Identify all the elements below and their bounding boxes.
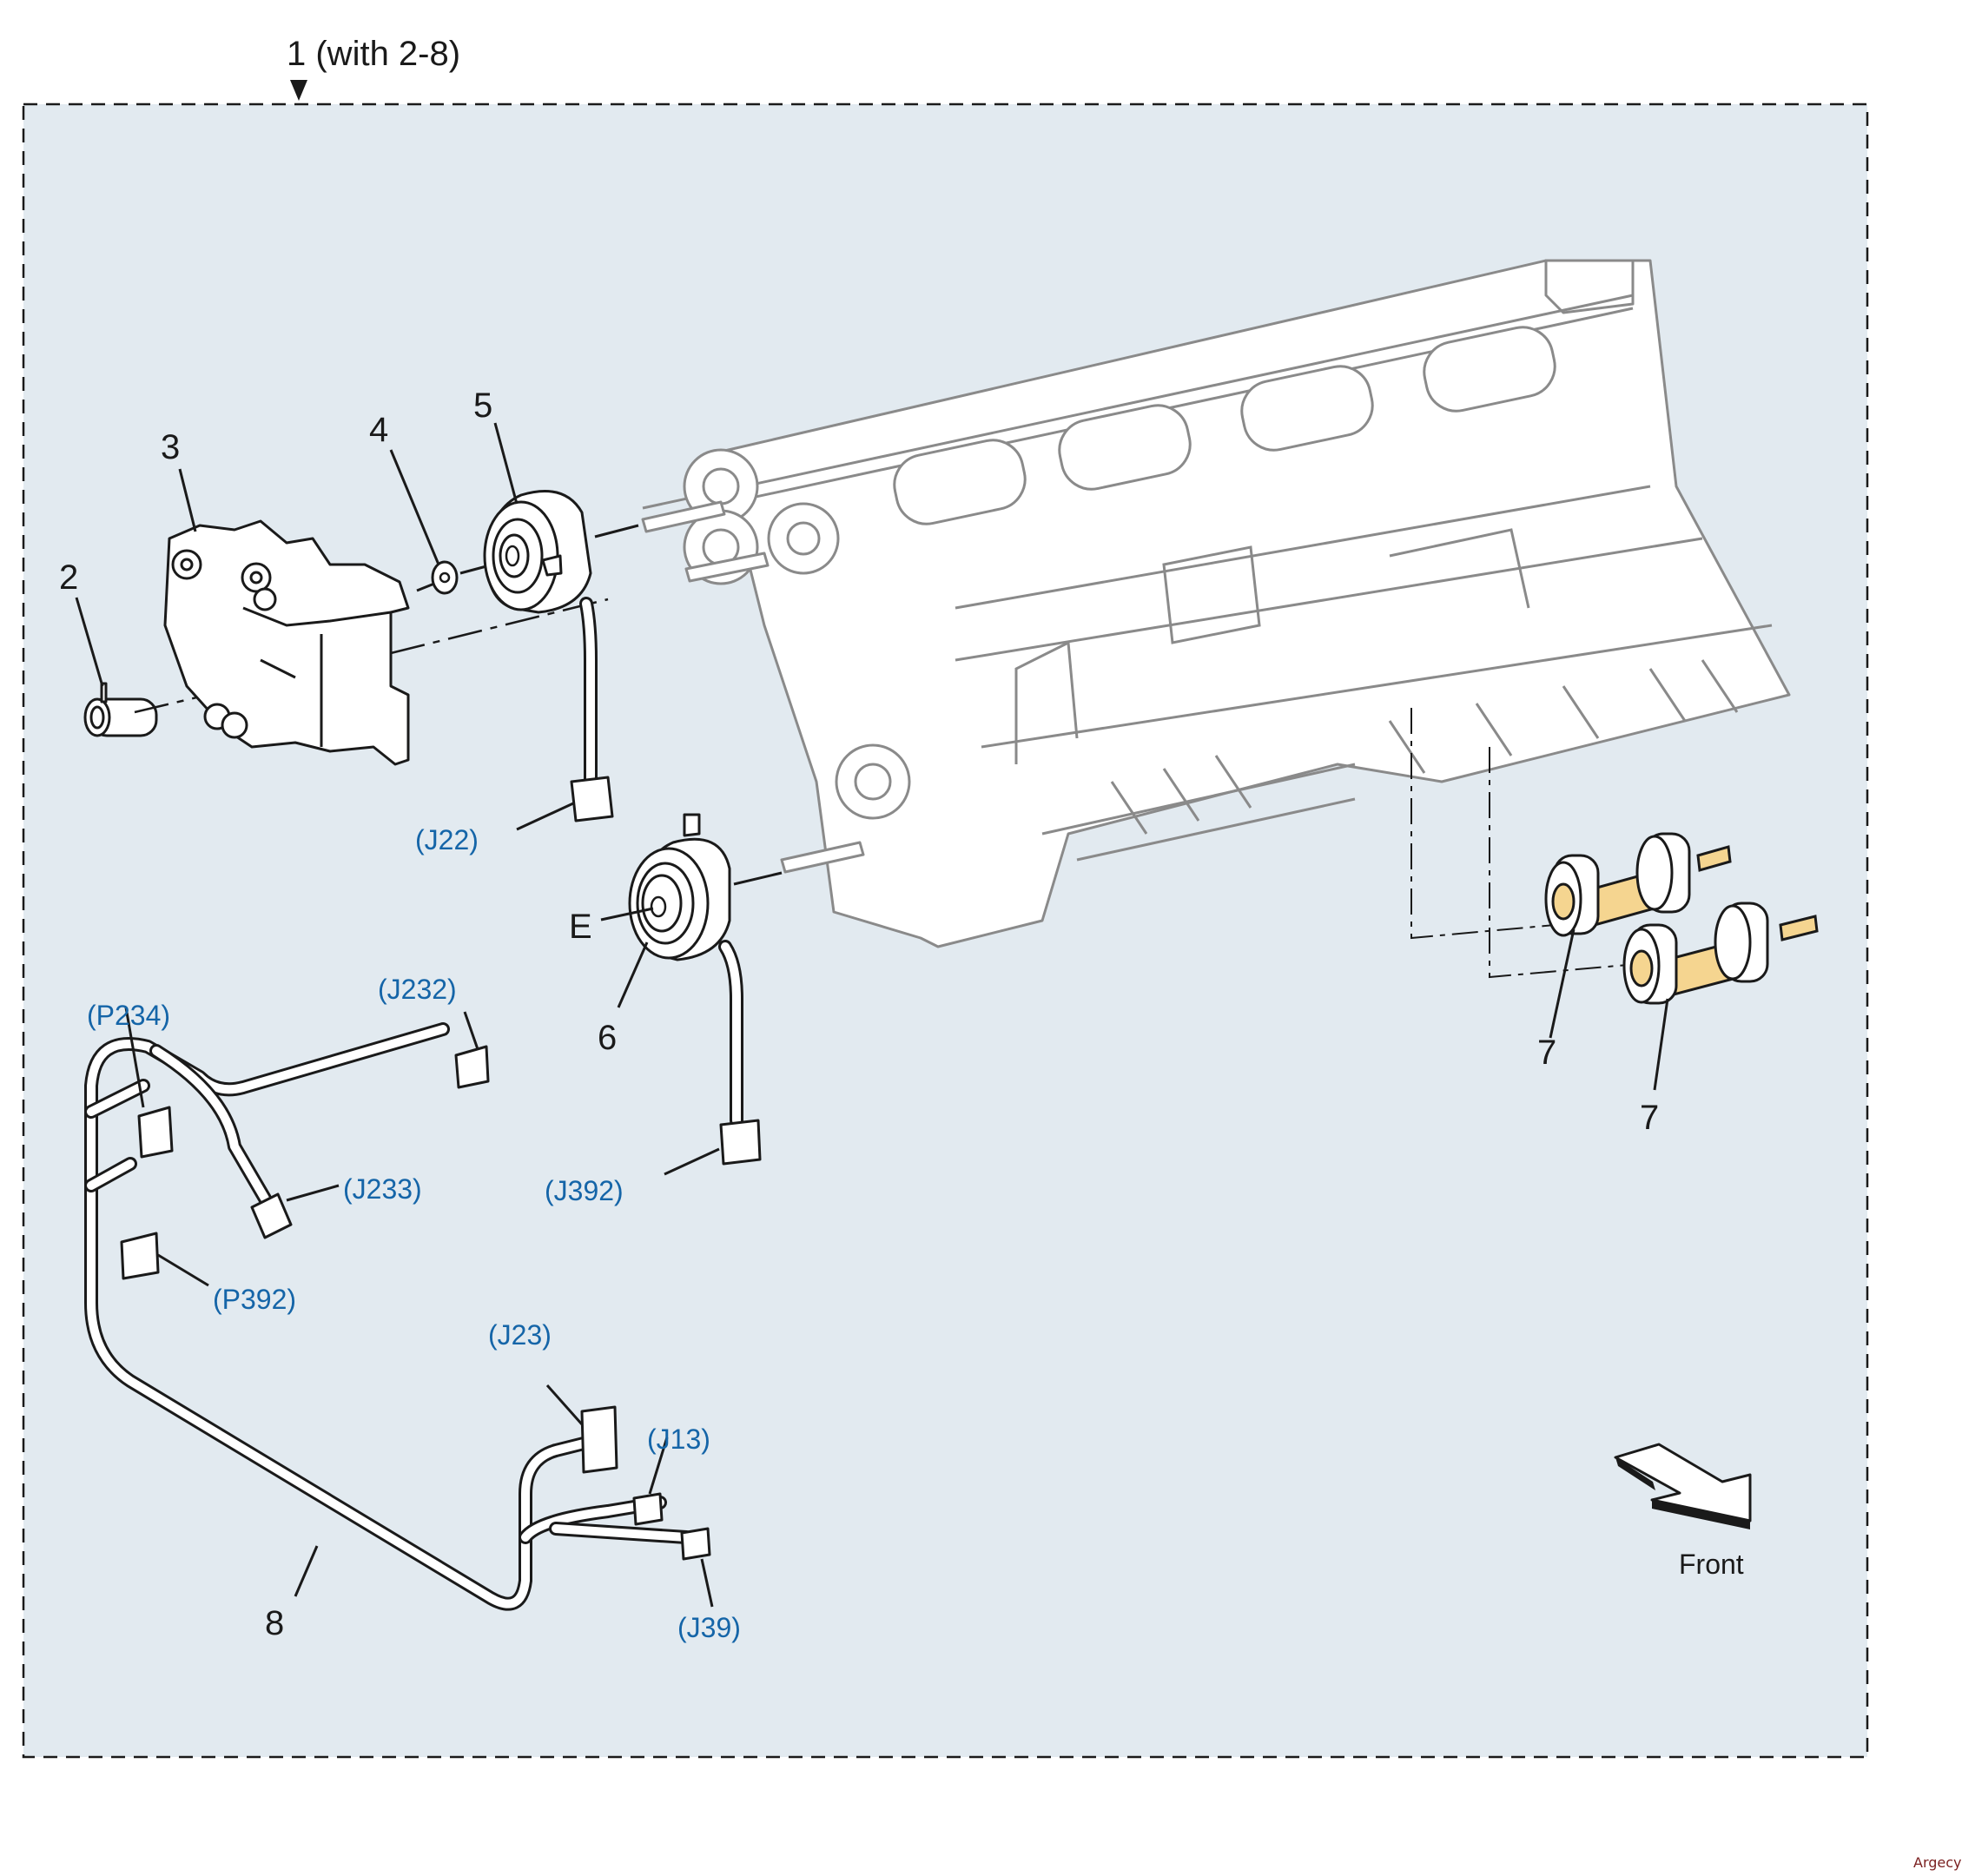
axis-line: [416, 582, 435, 592]
part-6-clutch: [628, 813, 731, 961]
leader-line: [1549, 928, 1576, 1039]
connector-label-j232: (J232): [378, 974, 457, 1005]
connector-j392-plug: [719, 1119, 762, 1166]
connector-j23-plug: [580, 1405, 618, 1474]
callout-3: 3: [161, 428, 180, 466]
callout-5: 5: [473, 386, 492, 425]
connector-j13-plug: [632, 1492, 664, 1526]
front-label: Front: [1679, 1549, 1744, 1580]
callout-6: 6: [598, 1019, 617, 1057]
connector-j232-plug: [454, 1045, 490, 1089]
connector-label-j233: (J233): [343, 1173, 422, 1205]
watermark: Argecy: [1913, 1854, 1962, 1871]
part-5-clutch: [483, 490, 592, 614]
callout-8: 8: [265, 1604, 284, 1642]
connector-label-j39: (J39): [677, 1612, 741, 1643]
axis-line: [733, 871, 783, 886]
axis-line: [594, 524, 639, 538]
callout-4: 4: [369, 411, 388, 449]
connector-label-j22: (J22): [415, 824, 479, 855]
part-4-clip: [431, 560, 459, 595]
callout-2: 2: [59, 558, 78, 597]
part-7-roller-upper: [1544, 832, 1732, 937]
callout-7-lower: 7: [1640, 1099, 1659, 1137]
leader-line: [516, 802, 574, 831]
leader-line: [664, 1147, 720, 1176]
connector-p234-plug: [137, 1106, 174, 1159]
connector-label-j392: (J392): [545, 1175, 624, 1206]
feeder-assembly: [641, 259, 1791, 979]
front-arrow-icon: [1614, 1443, 1752, 1529]
connector-label-p234: (P234): [87, 1000, 170, 1031]
assembly-label: 1 (with 2-8): [287, 35, 460, 73]
connector-j39-plug: [680, 1527, 711, 1561]
callout-leaders: [75, 422, 654, 1008]
callout-e: E: [569, 908, 592, 946]
callout-7-upper: 7: [1537, 1034, 1556, 1072]
harness-leaders: [124, 1007, 714, 1608]
connector-label-p392: (P392): [213, 1284, 296, 1315]
connector-j233-plug: [250, 1192, 293, 1239]
axis-line: [390, 598, 609, 655]
axis-line: [459, 565, 487, 575]
assembly-pointer-icon: [290, 80, 307, 101]
part-8-harness: [84, 1022, 711, 1611]
part-3-bracket: [163, 519, 410, 766]
connector-j22-plug: [570, 776, 614, 822]
leader-line: [1653, 998, 1669, 1091]
connector-label-j13: (J13): [647, 1424, 710, 1455]
connector-label-j23: (J23): [488, 1319, 552, 1351]
part-2-bushing: [83, 682, 158, 737]
connector-p392-plug: [120, 1232, 160, 1280]
part-7-roller-lower: [1622, 902, 1819, 1005]
